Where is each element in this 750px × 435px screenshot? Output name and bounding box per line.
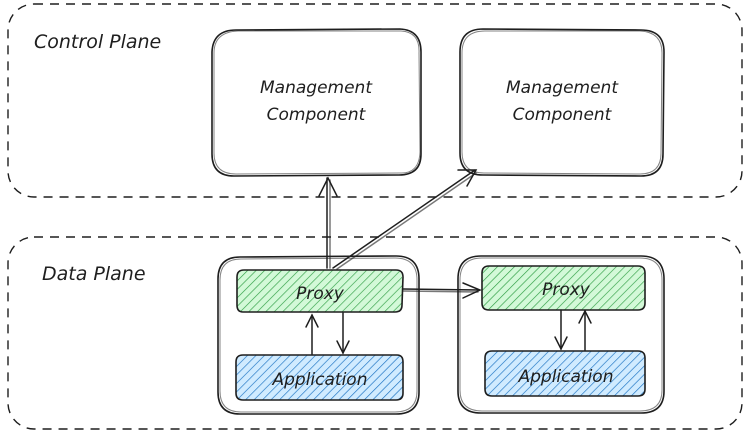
pod-1-application-label: Application bbox=[272, 370, 368, 390]
proxy-to-management-component-1-arrow bbox=[318, 176, 338, 269]
management-component-2: Management Component bbox=[459, 28, 665, 177]
data-plane-group: Data Plane Proxy Application bbox=[7, 236, 743, 430]
control-plane-boundary bbox=[7, 3, 743, 198]
control-plane-group: Control Plane Management Component Manag… bbox=[7, 3, 743, 198]
pod-2: Proxy Application bbox=[457, 255, 665, 414]
pod-2-proxy-label: Proxy bbox=[542, 280, 591, 300]
pod-2-proxy-to-application-arrow bbox=[554, 309, 568, 351]
pod-1-application-to-proxy-arrow bbox=[305, 313, 319, 355]
proxy-to-proxy-arrow bbox=[402, 282, 482, 299]
pod-2-application-box bbox=[484, 350, 646, 397]
pod-2-proxy: Proxy bbox=[481, 265, 646, 311]
management-component-2-label-line2: Component bbox=[513, 105, 613, 125]
pod-2-proxy-box bbox=[481, 265, 646, 311]
data-plane-label: Data Plane bbox=[42, 263, 146, 285]
pod-2-application: Application bbox=[484, 350, 646, 397]
pod-1: Proxy Application bbox=[217, 255, 420, 415]
management-component-1-label-line2: Component bbox=[267, 105, 367, 125]
pod-2-boundary bbox=[457, 255, 665, 414]
data-plane-boundary bbox=[7, 236, 743, 430]
pod-1-application-box bbox=[235, 354, 404, 401]
management-component-1-box bbox=[211, 28, 422, 177]
management-component-2-box bbox=[459, 28, 665, 177]
pod-1-proxy-to-application-arrow bbox=[336, 312, 350, 355]
pod-1-proxy: Proxy bbox=[236, 269, 404, 313]
management-component-1: Management Component bbox=[211, 28, 422, 177]
management-component-1-label-line1: Management bbox=[260, 78, 373, 98]
pod-1-boundary bbox=[217, 255, 420, 415]
pod-1-proxy-box bbox=[236, 269, 404, 313]
management-component-2-label-line1: Management bbox=[506, 78, 619, 98]
pod-1-application: Application bbox=[235, 354, 404, 401]
pod-2-application-to-proxy-arrow bbox=[578, 309, 592, 351]
pod-2-application-label: Application bbox=[518, 367, 614, 387]
control-plane-label: Control Plane bbox=[34, 31, 161, 53]
proxy-to-management-component-2-arrow bbox=[332, 169, 478, 270]
pod-1-proxy-label: Proxy bbox=[296, 284, 345, 304]
